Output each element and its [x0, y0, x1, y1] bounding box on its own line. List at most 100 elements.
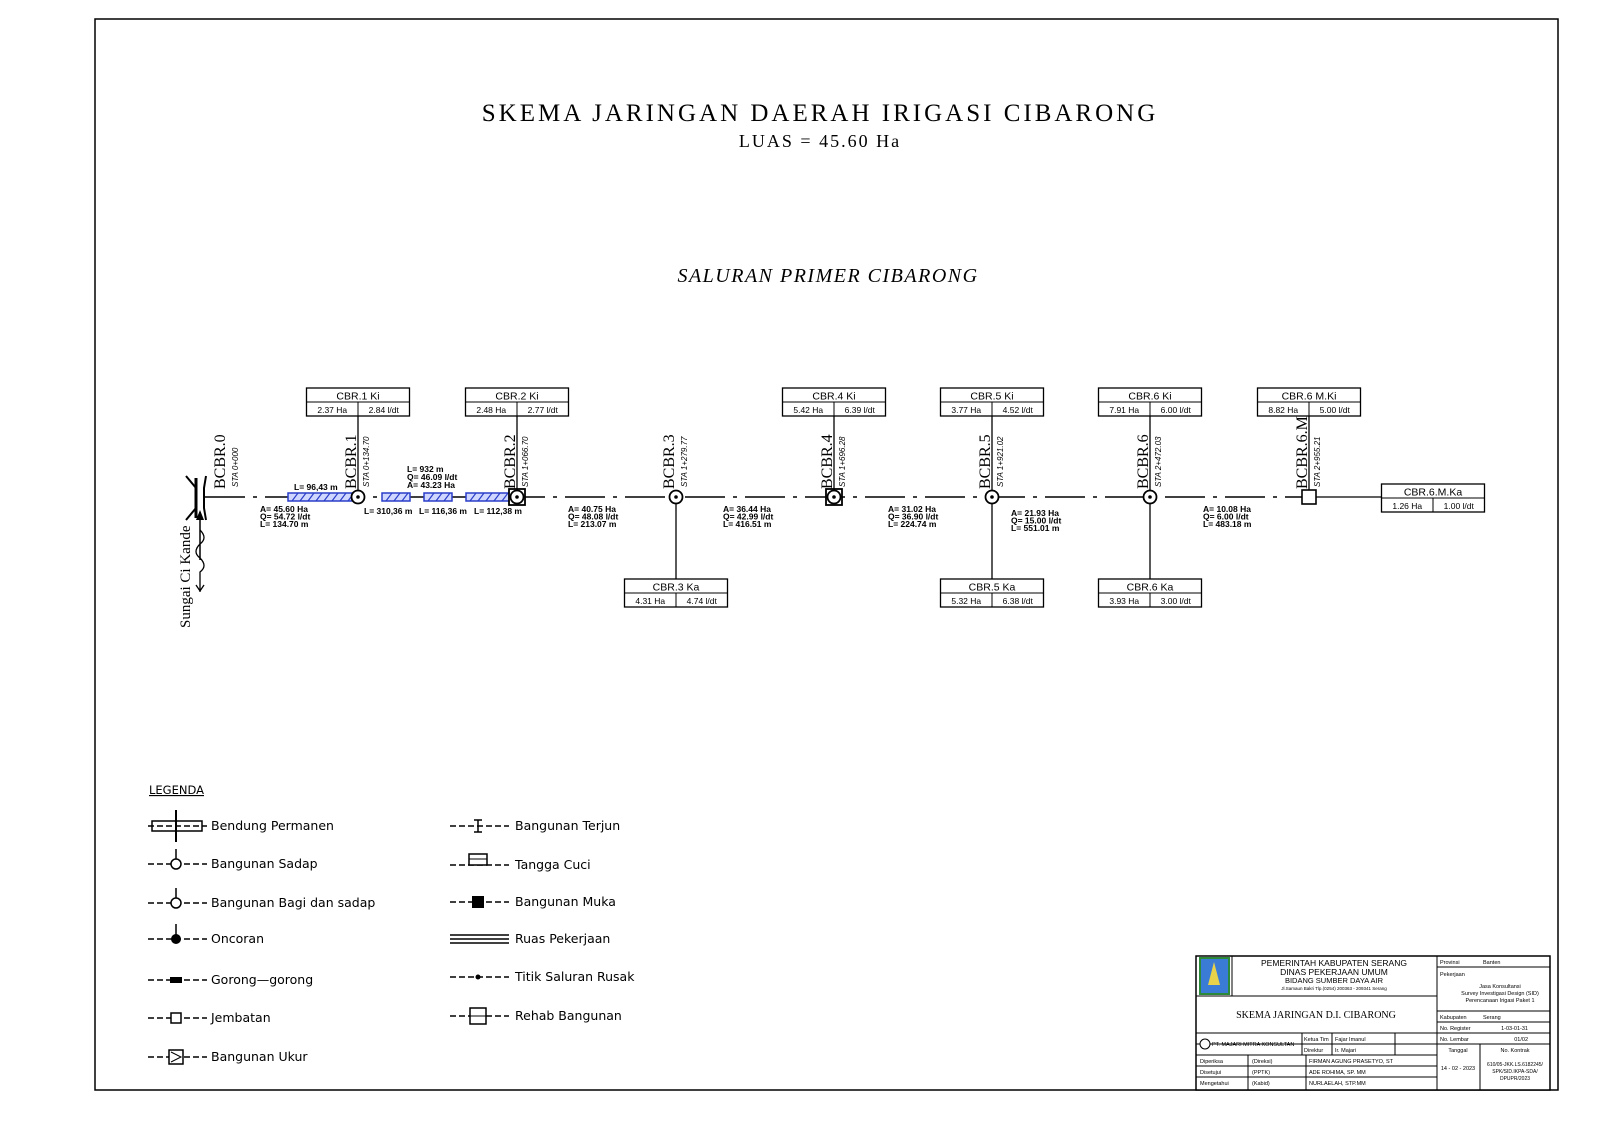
titleblock-text: Ir. Majari: [1335, 1048, 1356, 1054]
titleblock-text: DPUPR/2023: [1500, 1076, 1530, 1082]
titleblock-text: Tanggal: [1448, 1048, 1467, 1054]
titleblock-text: Serang: [1483, 1015, 1501, 1021]
work-segment-area: A= 43.23 Ha: [407, 480, 455, 490]
legend-label: Ruas Pekerjaan: [515, 931, 610, 946]
titleblock-text: (PPTK): [1252, 1070, 1270, 1076]
logo-circle: [1199, 1038, 1211, 1050]
segment-length: L= 224.74 m: [888, 519, 937, 529]
legend-label: Bangunan Bagi dan sadap: [211, 895, 375, 910]
work-hatch: [401, 492, 409, 502]
segment-area: A= 21.93 Ha: [1011, 508, 1059, 518]
work-hatch: [443, 492, 451, 502]
titleblock-text: No. Register: [1440, 1026, 1471, 1032]
legend-label: Bangunan Ukur: [211, 1049, 308, 1064]
legend-symbol-icon: [148, 977, 207, 983]
segment-flow: Q= 48.08 l/dt: [568, 512, 618, 522]
titleblock-text: Perencanaan Irigasi Paket 1: [1465, 998, 1534, 1004]
work-hatch: [485, 492, 493, 502]
offtake-area: 1.26 Ha: [1392, 501, 1422, 511]
segment-area: A= 36.44 Ha: [723, 504, 771, 514]
legend-symbol-icon: [148, 810, 207, 842]
offtake-name: CBR.3 Ka: [653, 582, 700, 594]
node-station: STA 1+279.77: [680, 436, 689, 487]
legend-item: Bangunan Muka: [450, 894, 616, 909]
sadap-dot: [674, 495, 678, 499]
titleblock-text: No. Lembar: [1440, 1037, 1469, 1043]
offtake-area: 4.31 Ha: [635, 596, 665, 606]
work-segment-flow: Q= 46.09 l/dt: [407, 472, 457, 482]
work-hatch: [315, 492, 323, 502]
legend-item: Ruas Pekerjaan: [450, 931, 610, 946]
node-name: BCBR.6.M: [1294, 416, 1311, 489]
legend-item: Bangunan Sadap: [148, 849, 318, 871]
work-hatch: [339, 492, 347, 502]
titleblock-text: Provinsi: [1440, 960, 1460, 966]
work-hatch: [291, 492, 299, 502]
legend-label: Bangunan Muka: [515, 894, 616, 909]
titleblock-text: Direktur: [1304, 1048, 1323, 1054]
titleblock-text: ADE ROHIMA, SP. MM: [1309, 1070, 1366, 1076]
work-hatch: [427, 492, 435, 502]
sadap-dot: [1148, 495, 1152, 499]
legend-item: Bangunan Bagi dan sadap: [148, 888, 375, 910]
offtake-name: CBR.5 Ki: [970, 391, 1013, 403]
legend-label: Rehab Bangunan: [515, 1008, 622, 1023]
weir-bendung-icon: [185, 475, 207, 593]
titleblock-text: Survey Investigasi Design (SID): [1461, 991, 1539, 997]
legend-symbol-icon: [148, 924, 207, 944]
s: [475, 974, 481, 980]
legend-symbol-icon: [148, 849, 207, 870]
legend-label: Oncoran: [211, 931, 264, 946]
legend-item: Gorong—gorong: [148, 972, 313, 987]
offtake-name: CBR.6 M.Ki: [1282, 391, 1337, 403]
legend-item: Rehab Bangunan: [450, 1007, 622, 1025]
segment-flow: Q= 42.99 l/dt: [723, 512, 773, 522]
titleblock-text: 01/02: [1514, 1037, 1528, 1043]
river-line: [195, 529, 205, 593]
legend-item: Oncoran: [148, 924, 264, 946]
consultant-name: PT. MAJARI MITRA KONSULTAN: [1212, 1042, 1294, 1048]
org-dept: DINAS PEKERJAAN UMUM: [1280, 967, 1388, 977]
titleblock-text: Kabupaten: [1440, 1015, 1467, 1021]
legend-symbol-icon: [450, 1007, 509, 1025]
offtake-area: 5.42 Ha: [793, 405, 823, 415]
sadap-dot: [356, 495, 360, 499]
node-station: STA 2+472.03: [1154, 436, 1163, 487]
legend-label: Bendung Permanen: [211, 818, 334, 833]
titleblock-text: Ketua Tim: [1304, 1037, 1329, 1043]
legend-symbol-icon: [450, 896, 509, 908]
legend-label: Titik Saluran Rusak: [514, 969, 635, 984]
segment-flow: Q= 36.90 l/dt: [888, 512, 938, 522]
node-station: STA 0+000: [231, 447, 240, 487]
work-segment-length: L= 932 m: [407, 464, 444, 474]
node-name: BCBR.1: [343, 434, 360, 489]
sadap-dot: [990, 495, 994, 499]
node-name: BCBR.0: [212, 434, 229, 489]
rehab-bangunan-icon: [1301, 489, 1317, 505]
offtake-area: 7.91 Ha: [1109, 405, 1139, 415]
offtake-area: 2.48 Ha: [476, 405, 506, 415]
offtake-area: 3.77 Ha: [951, 405, 981, 415]
node-name: BCBR.3: [661, 434, 678, 489]
legend-symbol-icon: [148, 888, 207, 909]
segment-length: L= 213.07 m: [568, 519, 617, 529]
work-hatch: [493, 492, 501, 502]
work-hatch: [299, 492, 307, 502]
titleblock-text: 14 - 02 - 2023: [1441, 1066, 1475, 1072]
legend-symbol-icon: [450, 819, 509, 833]
work-hatch: [477, 492, 485, 502]
node-name: BCBR.5: [977, 434, 994, 489]
s: [170, 977, 182, 983]
offtake-flow: 1.00 l/dt: [1444, 501, 1475, 511]
river-label: Sungai Ci Kande: [178, 525, 194, 628]
titleblock-text: FIRMAN AGUNG PRASETYO, ST: [1309, 1059, 1394, 1065]
